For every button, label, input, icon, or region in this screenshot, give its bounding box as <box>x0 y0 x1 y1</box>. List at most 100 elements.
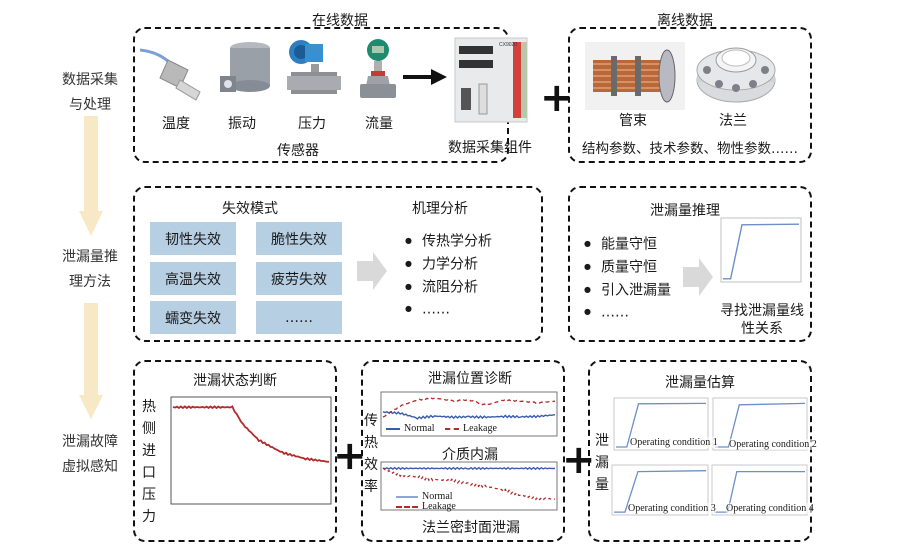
stage-label-line: 泄漏故障 <box>62 434 118 450</box>
mechanism-title: 机理分析 <box>412 201 468 217</box>
leak-estimate-title: 泄漏量估算 <box>665 375 735 391</box>
offline-data-title: 离线数据 <box>657 13 713 29</box>
svg-text:CX9020: CX9020 <box>499 42 517 48</box>
leak-state-ylabel: 热 侧 进 口 压 力 <box>141 396 157 528</box>
ylabel-char: 热 <box>364 435 378 451</box>
online-data-title: 在线数据 <box>312 13 368 29</box>
inference-item: 质量守恒 <box>584 256 671 279</box>
mechanism-list: 传热学分析 力学分析 流阻分析 …… <box>405 230 492 321</box>
leak-location-title: 泄漏位置诊断 <box>428 371 512 387</box>
flange-leak-chart <box>380 461 558 511</box>
ylabel-char: 压 <box>142 487 156 503</box>
temperature-sensor-icon <box>139 48 201 101</box>
inference-item: 能量守恒 <box>584 233 671 256</box>
inference-panel <box>568 186 812 342</box>
leak-state-chart <box>170 396 332 505</box>
internal-leak-chart <box>380 391 558 437</box>
ylabel-char: 率 <box>364 479 378 495</box>
stage-label-line: 数据采集 <box>62 72 118 88</box>
legend-normal: Normal <box>422 491 453 502</box>
tube-bundle-icon <box>585 42 685 110</box>
stage-label-line: 泄漏量推 <box>62 249 118 265</box>
mechanism-item: 传热学分析 <box>405 230 492 253</box>
mechanism-item: 力学分析 <box>405 253 492 276</box>
stage-label-line: 虚拟感知 <box>62 459 118 475</box>
failure-mode-box: 高温失效 <box>150 262 236 295</box>
sensor-label-pressure: 压力 <box>298 116 326 132</box>
gray-arrow-shape <box>357 252 387 290</box>
inference-item: 引入泄漏量 <box>584 279 671 302</box>
arrow-right-icon <box>403 69 447 85</box>
ylabel-char: 量 <box>595 477 609 493</box>
chart-frame <box>380 391 558 437</box>
inference-caption: 寻找泄漏量线 性关系 <box>714 302 810 338</box>
pressure-transmitter-icon <box>287 40 341 94</box>
leak-estimate-ylabel: 泄 漏 量 <box>594 430 610 496</box>
internal-leak-caption: 介质内漏 <box>442 447 498 463</box>
stage-arrow-1-shape <box>79 116 103 236</box>
inference-title: 泄漏量推理 <box>650 203 720 219</box>
plus-icon: + <box>333 433 367 479</box>
plus-icon: + <box>540 75 574 121</box>
daq-label: 数据采集组件 <box>448 140 532 156</box>
mechanism-item: …… <box>405 298 492 321</box>
inference-chart <box>720 217 802 283</box>
sensor-label-vibration: 振动 <box>228 116 256 132</box>
stage-label-line: 理方法 <box>69 274 111 290</box>
ylabel-char: 热 <box>142 399 156 415</box>
daq-module-icon: CX9020 <box>454 37 528 123</box>
ylabel-char: 效 <box>364 457 378 473</box>
flow-meter-icon <box>360 39 396 98</box>
legend-leakage: Leakage <box>463 423 497 434</box>
leak-state-panel <box>133 360 337 542</box>
offline-data-panel <box>568 27 812 163</box>
failure-mode-box: 韧性失效 <box>150 222 236 255</box>
internal-leak-legend: Normal Leakage <box>386 424 497 434</box>
offline-label-flange: 法兰 <box>719 113 747 129</box>
legend-leakage-swatch <box>445 427 460 430</box>
gray-arrow-icon <box>683 258 713 296</box>
stage-arrow-1 <box>79 116 103 236</box>
method-panel <box>133 186 543 342</box>
sensor-label-temperature: 温度 <box>162 116 190 132</box>
stage-label-inference: 泄漏量推 理方法 <box>50 245 130 295</box>
stage-arrow-2-shape <box>79 303 103 419</box>
failure-mode-box: 脆性失效 <box>256 222 342 255</box>
inference-list: 能量守恒 质量守恒 引入泄漏量 …… <box>584 233 671 324</box>
stage-label-acquisition: 数据采集 与处理 <box>50 68 130 118</box>
stage-label-perception: 泄漏故障 虚拟感知 <box>50 430 130 480</box>
chart-frame <box>380 461 558 511</box>
ylabel-char: 口 <box>142 465 156 481</box>
flange-leak-legend: Normal Leakage <box>396 492 456 512</box>
leak-location-ylabel: 传 热 效 率 <box>363 410 379 498</box>
leak-estimate-series-line <box>614 470 707 513</box>
condition-label: Operating condition 2 <box>729 439 817 450</box>
legend-row: Leakage <box>396 502 456 512</box>
normal-series-line <box>382 411 556 420</box>
vibration-sensor-icon <box>220 42 270 92</box>
leak-estimate-series-line <box>616 402 707 448</box>
legend-normal: Normal <box>404 423 435 434</box>
stage-label-line: 与处理 <box>69 97 111 113</box>
sensors-caption: 传感器 <box>277 143 319 159</box>
pressure-series-line <box>172 405 330 463</box>
legend-normal-swatch <box>396 495 418 498</box>
failure-mode-box: …… <box>256 301 342 334</box>
sensor-label-flow: 流量 <box>365 116 393 132</box>
legend-leakage-swatch <box>396 505 418 508</box>
ylabel-char: 传 <box>364 413 378 429</box>
flange-leak-caption: 法兰密封面泄漏 <box>422 520 520 536</box>
condition-label: Operating condition 4 <box>726 503 814 514</box>
normal-series-line <box>382 466 556 471</box>
leak-estimate-series-line <box>714 470 805 513</box>
failure-mode-box: 疲劳失效 <box>256 262 342 295</box>
stage-arrow-2 <box>79 303 103 419</box>
inference-caption-line: 寻找泄漏量线 <box>720 303 804 319</box>
ylabel-char: 侧 <box>142 421 156 437</box>
ylabel-char: 漏 <box>595 455 609 471</box>
mechanism-item: 流阻分析 <box>405 276 492 299</box>
legend-row: Normal <box>396 492 456 502</box>
offline-params: 结构参数、技术参数、物性参数…… <box>582 141 798 157</box>
leak-estimate-series-line <box>715 402 806 448</box>
legend-normal-swatch <box>386 427 400 430</box>
